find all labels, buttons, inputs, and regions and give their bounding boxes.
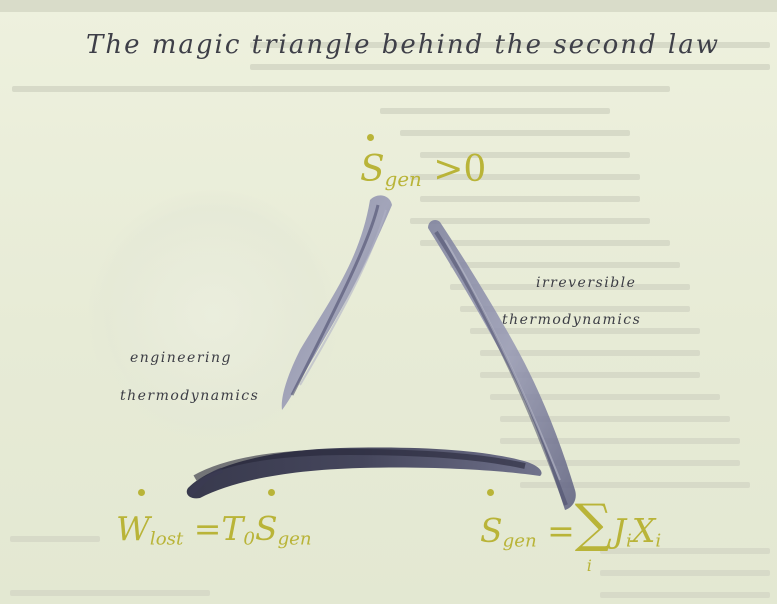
formula-equals: = (536, 511, 575, 550)
summation: ∑i (575, 498, 613, 574)
figure-title: The magic triangle behind the second law (86, 30, 720, 60)
formula-lost-work: Wlost =T0Sgen (116, 509, 312, 548)
formula-subscript-gen: gen (502, 530, 537, 552)
label-irreversible: irreversible (536, 275, 637, 291)
label-engineering-thermodynamics: thermodynamics (120, 388, 260, 404)
vertex-dot-top (367, 134, 374, 141)
formula-subscript-zero: 0 (243, 528, 255, 550)
formula-subscript-gen: gen (277, 528, 312, 550)
formula-symbol-t: T (221, 509, 244, 548)
brush-stroke-bottom (186, 447, 542, 499)
formula-symbol-s: S (480, 511, 503, 550)
faint-portrait-shadow (88, 190, 338, 440)
summation-index: i (586, 556, 592, 575)
vertex-dot-bottom-left-b (268, 489, 275, 496)
formula-subscript-i: i (655, 530, 662, 552)
vertex-dot-bottom-left-a (138, 489, 145, 496)
vertex-dot-bottom-right (487, 489, 494, 496)
brush-stroke-right (428, 220, 576, 510)
label-irreversible-thermodynamics: thermodynamics (502, 312, 642, 328)
formula-symbol-s: S (254, 509, 278, 548)
formula-subscript-lost: lost (149, 528, 184, 550)
formula-entropy-generation: Sgen >0 (360, 149, 487, 191)
summation-sign: ∑ (574, 494, 612, 554)
formula-subscript-i: i (626, 530, 632, 552)
formula-equals: = (183, 509, 222, 548)
formula-symbol-x: X (631, 511, 656, 550)
top-strip (0, 0, 777, 12)
label-engineering: engineering (130, 350, 232, 366)
formula-relation: >0 (421, 149, 487, 190)
formula-symbol-j: J (612, 511, 627, 550)
formula-subscript: gen (384, 167, 422, 191)
formula-symbol: S (360, 149, 385, 190)
formula-symbol-w: W (116, 509, 150, 548)
